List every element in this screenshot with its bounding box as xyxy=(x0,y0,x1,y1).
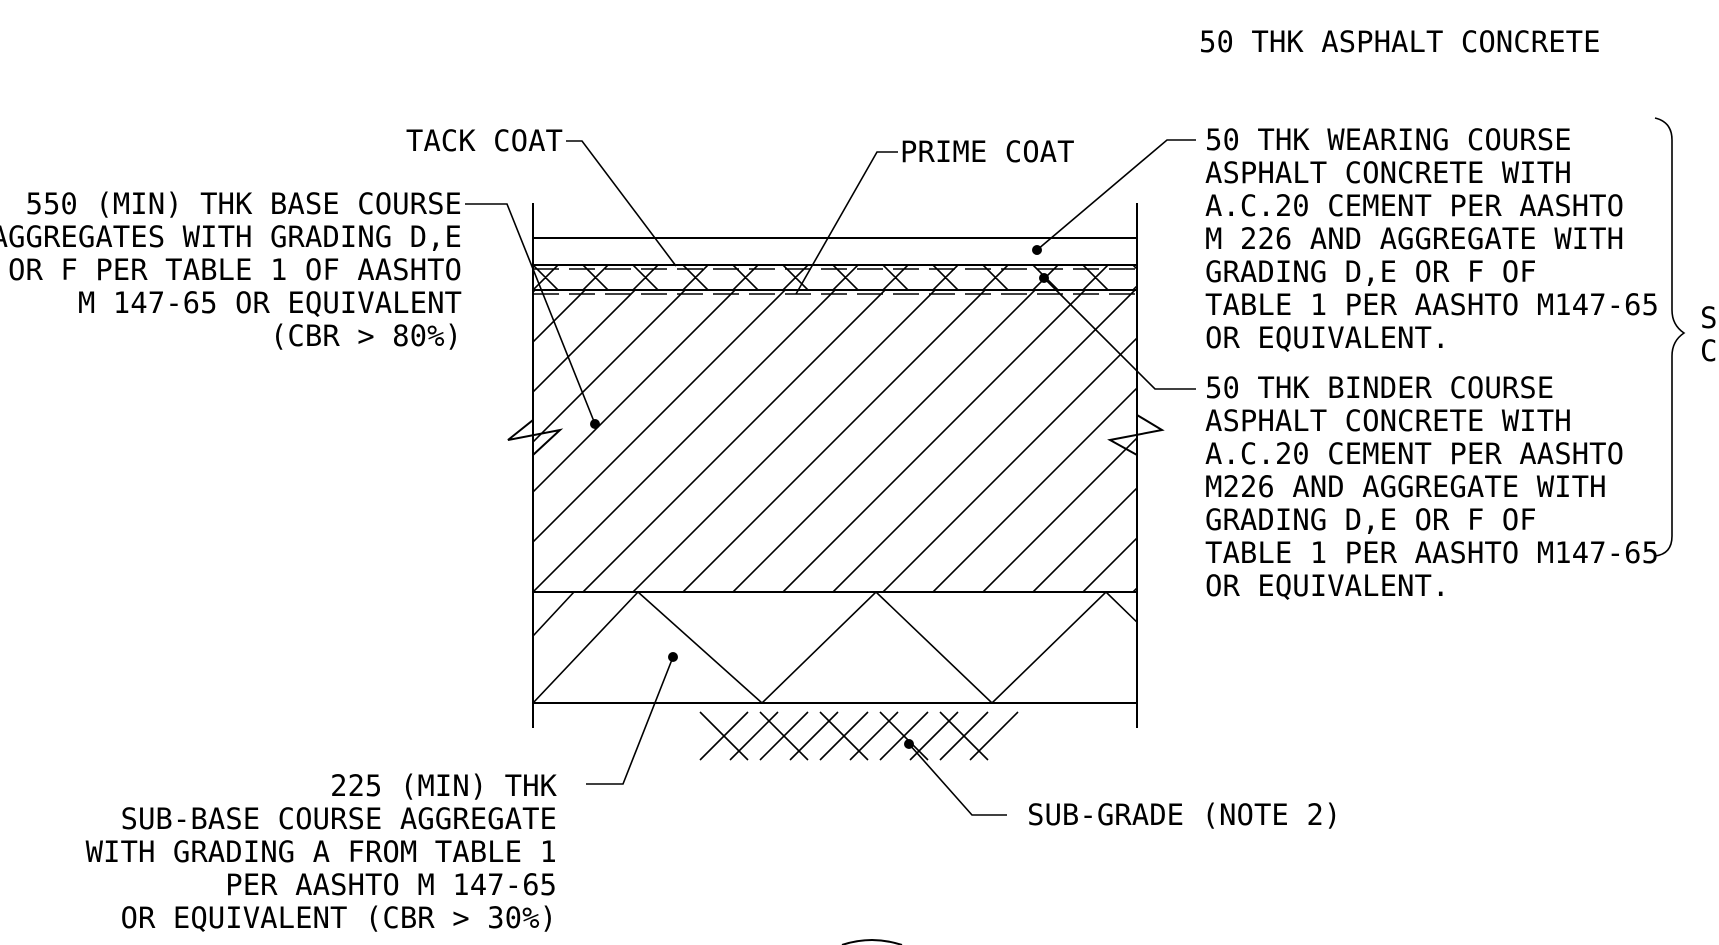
base-course-label: 550 (MIN) THK BASE COURSE AGGREGATES WIT… xyxy=(0,187,462,353)
wearing-course-line-6: TABLE 1 PER AASHTO M147-65 xyxy=(1205,288,1659,322)
binder-course-line-1: 50 THK BINDER COURSE xyxy=(1205,371,1554,405)
subgrade-label: SUB-GRADE (NOTE 2) xyxy=(1027,798,1341,832)
wearing-course-line-3: A.C.20 CEMENT PER AASHTO xyxy=(1205,189,1624,223)
subbase-line-4: PER AASHTO M 147-65 xyxy=(225,868,557,902)
binder-course-leader xyxy=(1043,277,1196,390)
base-course-line-4: M 147-65 OR EQUIVALENT xyxy=(78,286,462,320)
subbase-line-3: WITH GRADING A FROM TABLE 1 xyxy=(86,835,557,869)
prime-coat-label: PRIME COAT xyxy=(900,135,1075,169)
right-brace xyxy=(1654,117,1686,557)
brace-text-line-1: SU xyxy=(1700,301,1719,335)
left-break-symbol xyxy=(507,390,564,456)
subgrade-hatch xyxy=(699,711,1019,761)
tack-coat-leader xyxy=(566,140,677,267)
brace-text-line-2: CR xyxy=(1700,334,1719,368)
leader-lines xyxy=(465,117,1686,816)
subbase-line-1: 225 (MIN) THK xyxy=(330,769,558,803)
right-break-symbol xyxy=(1107,390,1165,456)
wearing-course-line-1: 50 THK WEARING COURSE xyxy=(1205,123,1572,157)
prime-coat-leader xyxy=(795,151,898,295)
binder-course-label: 50 THK BINDER COURSE ASPHALT CONCRETE WI… xyxy=(1205,371,1659,603)
binder-course-line-5: GRADING D,E OR F OF xyxy=(1205,503,1537,537)
subbase-hatch xyxy=(533,592,1137,703)
subgrade-leader xyxy=(908,743,1007,816)
binder-course-line-4: M226 AND AGGREGATE WITH xyxy=(1205,470,1607,504)
base-course-leader xyxy=(465,203,596,425)
base-course-line-2: AGGREGATES WITH GRADING D,E xyxy=(0,220,462,254)
base-course-hatch xyxy=(533,290,1137,592)
detail-callout-circle-edge xyxy=(841,939,903,945)
subbase-leader xyxy=(586,656,674,785)
subbase-line-5: OR EQUIVALENT (CBR > 30%) xyxy=(121,901,558,935)
wearing-course-line-5: GRADING D,E OR F OF xyxy=(1205,255,1537,289)
subbase-label: 225 (MIN) THK SUB-BASE COURSE AGGREGATE … xyxy=(86,769,558,935)
wearing-course-leader xyxy=(1036,139,1196,251)
wearing-course-line-2: ASPHALT CONCRETE WITH xyxy=(1205,156,1572,190)
base-course-line-1: 550 (MIN) THK BASE COURSE xyxy=(26,187,463,221)
binder-course-line-7: OR EQUIVALENT. xyxy=(1205,569,1449,603)
binder-course-line-3: A.C.20 CEMENT PER AASHTO xyxy=(1205,437,1624,471)
pavement-section xyxy=(507,203,1165,761)
binder-course-line-6: TABLE 1 PER AASHTO M147-65 xyxy=(1205,536,1659,570)
wearing-course-line-4: M 226 AND AGGREGATE WITH xyxy=(1205,222,1624,256)
base-course-line-5: (CBR > 80%) xyxy=(270,319,462,353)
wearing-course-line-7: OR EQUIVALENT. xyxy=(1205,321,1449,355)
drawing-title: 50 THK ASPHALT CONCRETE xyxy=(1199,25,1601,59)
tack-coat-label: TACK COAT xyxy=(406,124,563,158)
subbase-line-2: SUB-BASE COURSE AGGREGATE xyxy=(121,802,558,836)
wearing-course-label: 50 THK WEARING COURSE ASPHALT CONCRETE W… xyxy=(1205,123,1659,355)
binder-course-line-2: ASPHALT CONCRETE WITH xyxy=(1205,404,1572,438)
base-course-line-3: OR F PER TABLE 1 OF AASHTO xyxy=(8,253,462,287)
